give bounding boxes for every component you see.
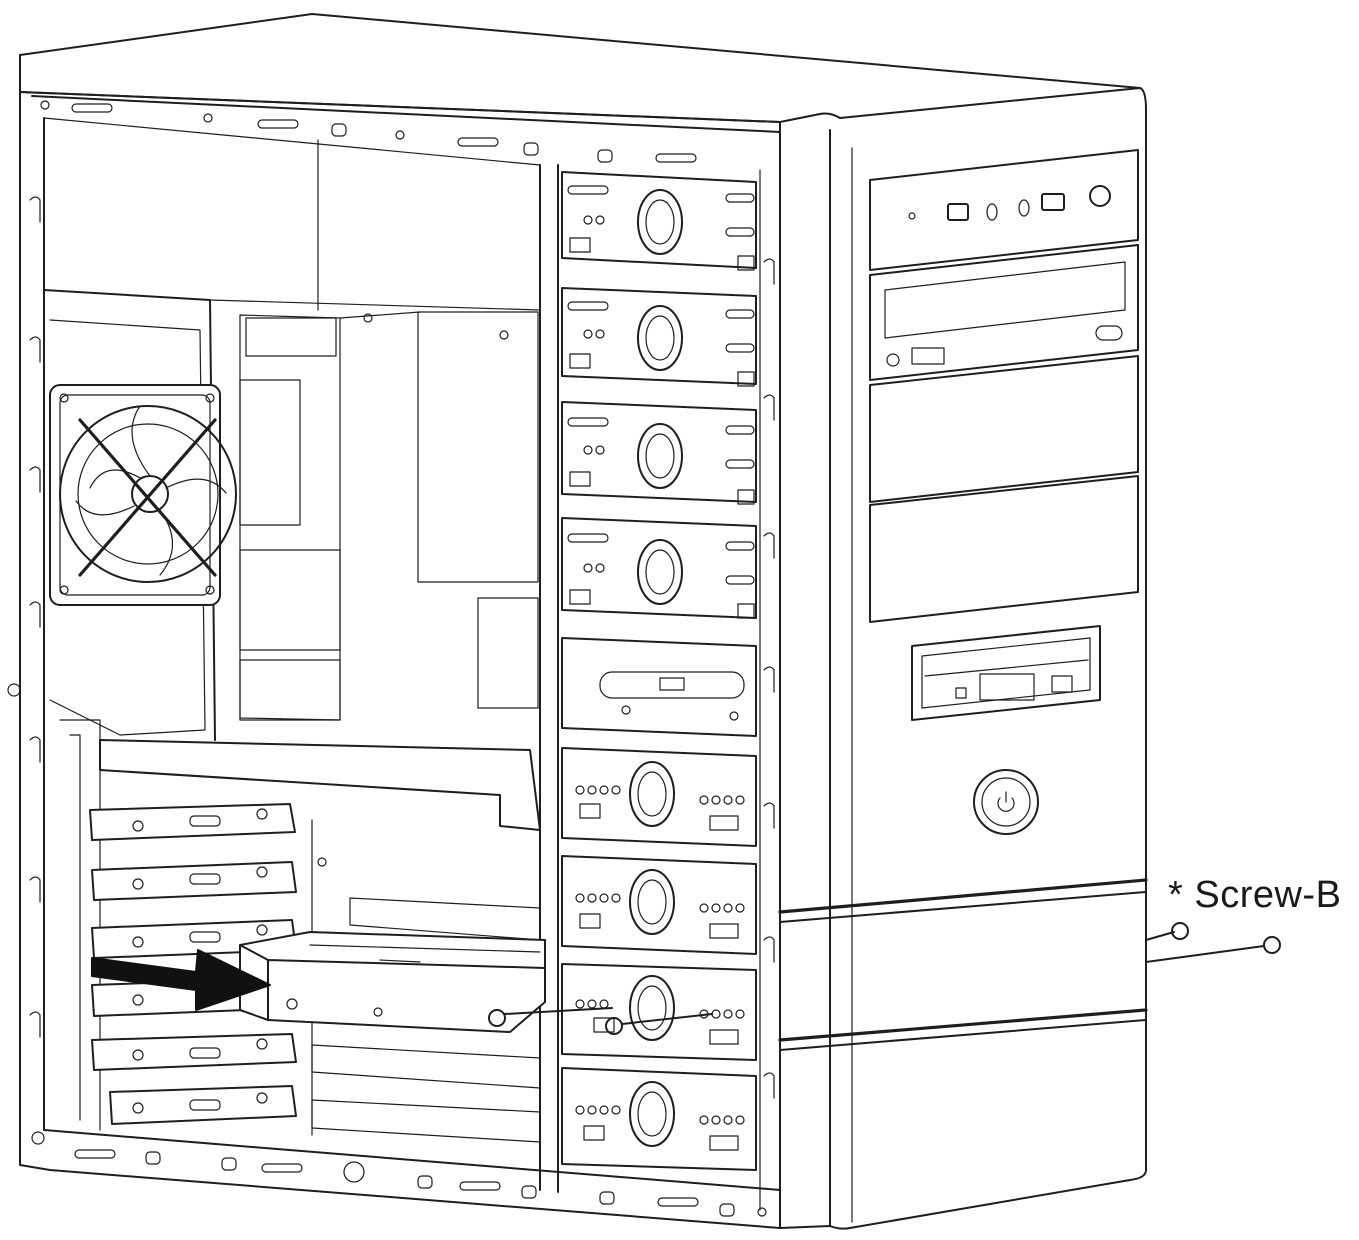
insert-direction-arrow (91, 949, 271, 1011)
screw-b-callout (1145, 922, 1281, 963)
hard-drive (239, 931, 546, 1033)
drive-cage (539, 164, 775, 1211)
motherboard-tray (239, 311, 539, 867)
case-bottom-edge (74, 1149, 767, 1217)
rear-fan (49, 384, 237, 606)
lower-rails (311, 819, 541, 1143)
screw-b-second-icon (1263, 936, 1281, 954)
front-bezel (778, 87, 1148, 1230)
screw-b-label: * Screw-B (1168, 874, 1342, 916)
screw-leaders-inner (504, 1007, 713, 1035)
case-rear-frame (7, 91, 781, 1229)
screw-b-icon (1171, 922, 1189, 940)
